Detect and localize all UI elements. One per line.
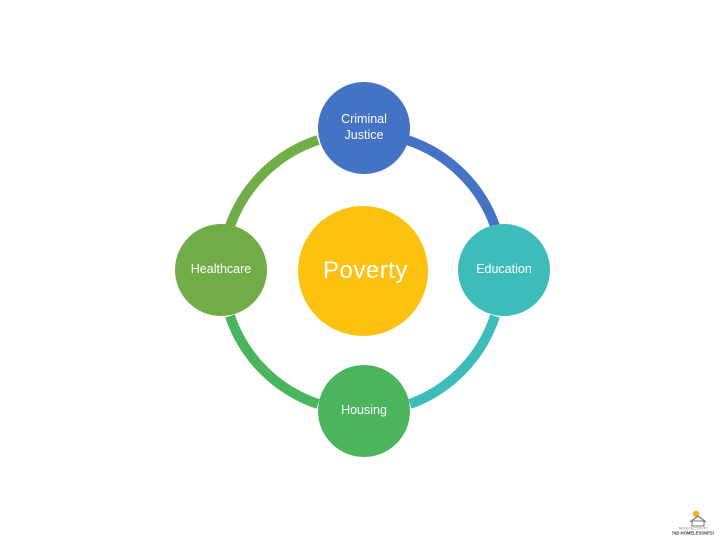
node-poverty-center: Poverty [298,206,428,336]
node-education-label: Education [476,262,532,277]
arc-healthcare-to-criminal-justice [225,135,320,228]
node-healthcare: Healthcare [175,224,267,316]
arc-education-to-housing [408,314,500,409]
arc-criminal-justice-to-education [405,135,500,228]
node-education: Education [458,224,550,316]
node-housing-label: Housing [341,403,387,418]
arc-housing-to-healthcare [225,314,320,409]
svg-text:END HOMELESSNESS: END HOMELESSNESS [672,531,714,536]
node-criminal-justice: Criminal Justice [318,82,410,174]
svg-text:TAKING ACTION TO: TAKING ACTION TO [678,527,708,531]
house-sun-logo-icon: TAKING ACTION TO END HOMELESSNESS [672,510,714,536]
node-housing: Housing [318,365,410,457]
node-criminal-justice-label: Criminal Justice [341,112,387,142]
node-poverty-label: Poverty [323,257,408,284]
node-healthcare-label: Healthcare [190,262,252,277]
